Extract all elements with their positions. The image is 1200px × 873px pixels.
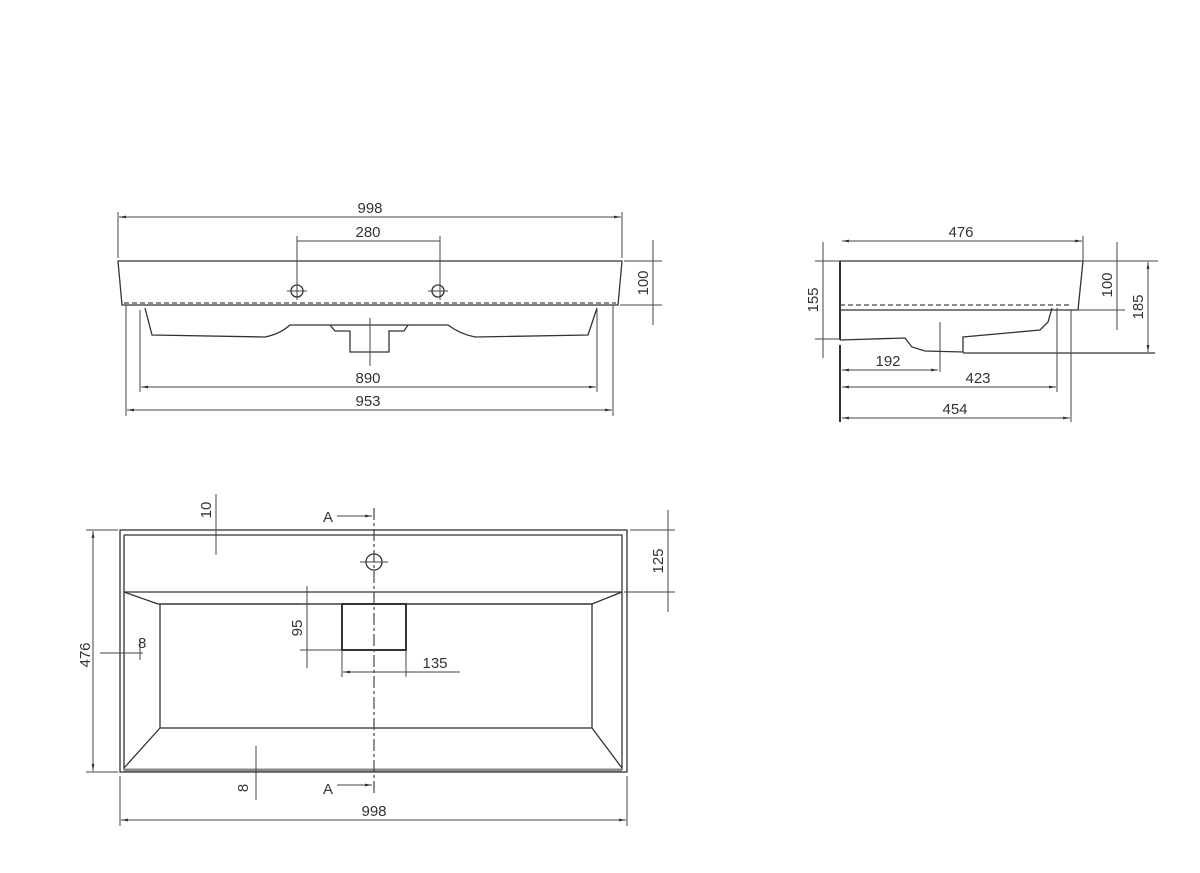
dim-rim: 10 (198, 502, 215, 519)
dim-front-wall: 8 (235, 784, 252, 792)
dim-tap-spacing: 280 (355, 224, 380, 241)
dim-drain-offset: 192 (875, 353, 900, 370)
dim-depth: 476 (948, 224, 973, 241)
dim-top-width: 998 (361, 803, 386, 820)
front-view: 998 280 100 890 953 (117, 200, 662, 416)
dim-top-depth: 476 (77, 642, 94, 667)
dim-base-width: 953 (355, 393, 380, 410)
side-view: 476 155 100 185 192 423 454 (805, 224, 1158, 422)
dim-inner-depth: 423 (965, 370, 990, 387)
section-mark-bottom: A (323, 781, 333, 798)
dim-back-ledge: 125 (650, 548, 667, 573)
dim-drain-width: 135 (422, 655, 447, 672)
dim-base-depth: 454 (942, 401, 967, 418)
dim-front-height: 155 (805, 287, 822, 312)
dim-drain-depth: 95 (289, 620, 306, 637)
section-mark-top: A (323, 509, 333, 526)
dim-total-height: 185 (1130, 294, 1147, 319)
dim-inner-width: 890 (355, 370, 380, 387)
dim-overall-width: 998 (357, 200, 382, 217)
dim-rim-height: 100 (1099, 272, 1116, 297)
dim-side-wall: 8 (138, 635, 146, 652)
dim-height: 100 (635, 270, 652, 295)
top-view: A A 476 125 10 95 135 8 8 998 (77, 494, 675, 826)
